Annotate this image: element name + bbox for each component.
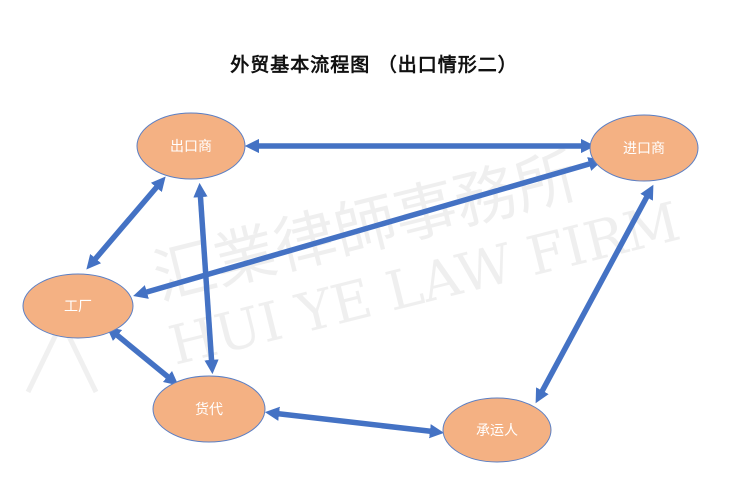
arrow-factory-forwarder	[106, 326, 179, 386]
node-label-forwarder: 货代	[195, 401, 223, 418]
node-carrier: 承运人	[442, 397, 552, 463]
node-label-exporter: 出口商	[170, 139, 212, 155]
node-label-factory: 工厂	[64, 299, 92, 315]
node-label-importer: 进口商	[623, 141, 665, 157]
node-exporter: 出口商	[136, 112, 246, 180]
arrow-forwarder-carrier	[264, 406, 445, 439]
arrows	[86, 138, 654, 439]
node-factory: 工厂	[22, 273, 134, 339]
arrow-importer-carrier	[535, 184, 654, 404]
watermark: 汇業律師事務所 HUI YE LAW FIRM	[25, 139, 686, 394]
arrow-factory-importer	[133, 157, 603, 299]
node-label-carrier: 承运人	[476, 423, 518, 439]
node-forwarder: 货代	[152, 375, 266, 443]
diagram-title: 外贸基本流程图 （出口情形二）	[230, 54, 518, 76]
node-importer: 进口商	[589, 114, 699, 182]
